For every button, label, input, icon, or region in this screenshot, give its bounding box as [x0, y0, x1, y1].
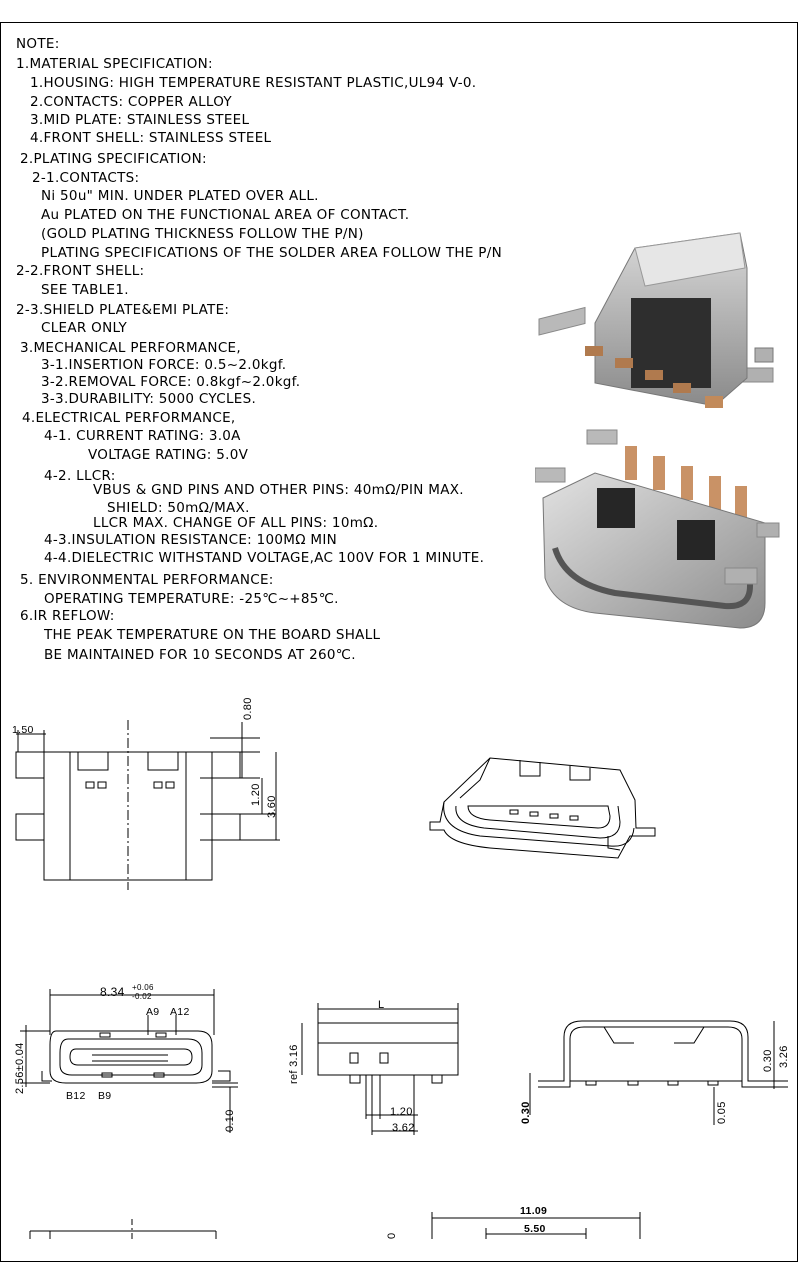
note-line: Au PLATED ON THE FUNCTIONAL AREA OF CONT… — [41, 207, 410, 223]
side-view-drawing — [301, 1003, 459, 1135]
note-line: 3.MID PLATE: STAINLESS STEEL — [30, 112, 250, 128]
connector-photo-front — [535, 429, 780, 629]
dim-label: 1.50 — [12, 724, 34, 736]
note-line: 6.IR REFLOW: — [20, 608, 115, 624]
note-line: LLCR MAX. CHANGE OF ALL PINS: 10mΩ. — [93, 515, 379, 531]
note-line: 4-3.INSULATION RESISTANCE: 100MΩ MIN — [44, 532, 338, 548]
note-line: 2-1.CONTACTS: — [32, 170, 140, 186]
dim-label: ref 3.16 — [288, 1044, 300, 1084]
dim-label: 3.60 — [266, 795, 278, 818]
note-line: 4.FRONT SHELL: STAINLESS STEEL — [30, 130, 272, 146]
note-line: 1.MATERIAL SPECIFICATION: — [16, 56, 213, 72]
note-line: 2.PLATING SPECIFICATION: — [20, 151, 207, 167]
note-line: 1.HOUSING: HIGH TEMPERATURE RESISTANT PL… — [30, 75, 477, 91]
pin-label: A12 — [170, 1006, 190, 1018]
note-line: PLATING SPECIFICATIONS OF THE SOLDER ARE… — [41, 245, 502, 261]
dim-label: 0.05 — [716, 1101, 728, 1124]
footprint-drawing-right — [431, 1212, 641, 1239]
dim-label: 2.56±0.04 — [14, 1042, 26, 1094]
dim-label: 0.30 — [762, 1049, 774, 1072]
pin-label: A9 — [146, 1006, 160, 1018]
note-line: 2.CONTACTS: COPPER ALLOY — [30, 94, 232, 110]
dim-label: 3.62 — [392, 1122, 415, 1134]
note-line: SEE TABLE1. — [41, 282, 129, 298]
end-view-drawing — [529, 1020, 788, 1125]
note-line: OPERATING TEMPERATURE: -25℃~+85℃. — [44, 591, 339, 607]
dim-label: 1.20 — [390, 1106, 413, 1118]
pin-label: B9 — [98, 1090, 112, 1102]
dim-label: 8.34 — [100, 985, 125, 999]
dim-label: 5.50 — [524, 1223, 546, 1235]
dim-label: 11.09 — [520, 1205, 548, 1217]
note-line: BE MAINTAINED FOR 10 SECONDS AT 260℃. — [44, 647, 356, 663]
connector-photo-top — [538, 232, 774, 408]
note-line: 5. ENVIRONMENTAL PERFORMANCE: — [20, 572, 274, 588]
note-line: THE PEAK TEMPERATURE ON THE BOARD SHALL — [44, 627, 381, 643]
pin-label: B12 — [66, 1090, 86, 1102]
dim-label: 3.26 — [778, 1045, 790, 1068]
dim-label: 1.20 — [250, 783, 262, 806]
note-line: VOLTAGE RATING: 5.0V — [88, 447, 249, 463]
notes-title: NOTE: — [16, 36, 60, 52]
note-line: 4-1. CURRENT RATING: 3.0A — [44, 428, 241, 444]
note-line: Ni 50u" MIN. UNDER PLATED OVER ALL. — [41, 188, 319, 204]
dim-label: 0 — [386, 1232, 398, 1239]
isometric-drawing — [429, 757, 656, 859]
note-line: 3-2.REMOVAL FORCE: 0.8kgf~2.0kgf. — [41, 374, 301, 390]
note-line: 3.MECHANICAL PERFORMANCE, — [20, 340, 241, 356]
dim-label: -0.02 — [132, 992, 152, 1001]
dim-label: +0.06 — [132, 983, 154, 992]
dim-label: 0.80 — [242, 697, 254, 720]
dim-label: 0.10 — [224, 1109, 236, 1132]
note-line: 4-4.DIELECTRIC WITHSTAND VOLTAGE,AC 100V… — [44, 550, 485, 566]
note-line: SHIELD: 50mΩ/MAX. — [107, 500, 250, 516]
note-line: CLEAR ONLY — [41, 320, 128, 336]
note-line: (GOLD PLATING THICKNESS FOLLOW THE P/N) — [41, 226, 364, 242]
note-line: 2-2.FRONT SHELL: — [16, 263, 145, 279]
top-view-drawing — [15, 720, 280, 890]
note-line: 3-1.INSERTION FORCE: 0.5~2.0kgf. — [41, 357, 287, 373]
note-line: 3-3.DURABILITY: 5000 CYCLES. — [41, 391, 257, 407]
front-view-drawing — [20, 989, 238, 1133]
note-line: VBUS & GND PINS AND OTHER PINS: 40mΩ/PIN… — [93, 482, 464, 498]
note-line: 2-3.SHIELD PLATE&EMI PLATE: — [16, 302, 230, 318]
dim-label: 0.30 — [520, 1101, 532, 1124]
dim-label: L — [378, 999, 385, 1011]
note-line: 4.ELECTRICAL PERFORMANCE, — [22, 410, 236, 426]
note-line: 4-2. LLCR: — [44, 468, 116, 484]
footprint-drawing-left — [29, 1219, 217, 1239]
